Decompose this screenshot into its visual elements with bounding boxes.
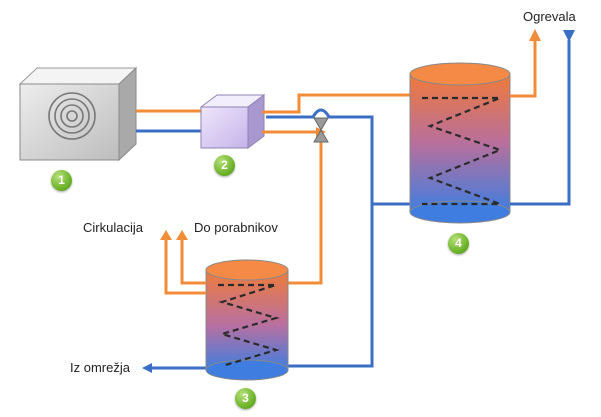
distribution-pipes [142, 93, 410, 373]
label-iz-omrezja: Iz omrežja [70, 360, 130, 375]
buffer-tank-4 [409, 62, 511, 224]
label-cirkulacija: Cirkulacija [83, 220, 143, 235]
label-do-porabnikov: Do porabnikov [194, 220, 278, 235]
consumer-pipes [160, 230, 206, 295]
three-way-valve-icon [313, 117, 329, 143]
fan-grille-icon [48, 92, 96, 140]
pipes-unit-to-exchanger [136, 109, 201, 133]
label-ogrevala: Ogrevala [523, 9, 576, 24]
heat-pump-outdoor-unit [18, 66, 138, 162]
hot-water-tank-3 [205, 259, 289, 381]
radiator-pipes [510, 29, 575, 206]
badge-2: 2 [214, 155, 235, 176]
badge-3: 3 [235, 388, 256, 409]
heat-exchanger-box [199, 94, 266, 149]
dhw-coil [218, 283, 280, 368]
badge-1: 1 [51, 170, 72, 191]
badge-4: 4 [448, 233, 469, 254]
